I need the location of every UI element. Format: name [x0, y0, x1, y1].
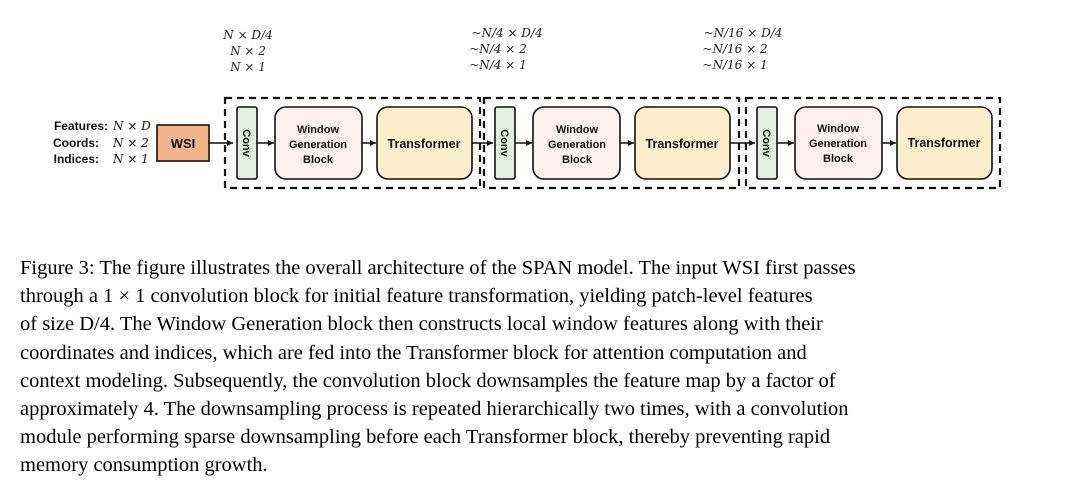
input-descriptor: Features: N × D Coords: N × 2 Indices: N…: [53, 119, 151, 166]
stage-2-dim-coords: ~N/4 × 2: [469, 42, 527, 56]
caption-line-7: module performing sparse downsampling be…: [20, 426, 831, 449]
stage-3-transformer-label: Transformer: [908, 136, 981, 150]
stage-2-window-line-3: Block: [562, 154, 593, 166]
stage-2-dim-features: ~N/4 × D/4: [471, 26, 542, 40]
stage-3-dim-coords: ~N/16 × 2: [702, 42, 767, 56]
stage-3-dashed-frame: [744, 96, 1002, 190]
stage-3: ~N/16 × D/4 ~N/16 × 2 ~N/16 × 1 Conv Win…: [702, 26, 1002, 190]
caption-line-5: context modeling. Subsequently, the conv…: [20, 369, 836, 392]
coords-dim: N × 2: [112, 136, 149, 150]
indices-label: Indices:: [54, 152, 99, 166]
stage-1-transformer-label: Transformer: [388, 137, 461, 151]
caption-line-3: of size D/4. The Window Generation block…: [20, 313, 823, 336]
features-dim: N × D: [112, 119, 151, 133]
coords-label: Coords:: [53, 136, 99, 150]
wsi-label: WSI: [171, 136, 196, 151]
stage-1-window-line-2: Generation: [289, 139, 347, 151]
stage-3-dim-features: ~N/16 × D/4: [704, 26, 783, 40]
stage-2-window-line-1: Window: [556, 124, 598, 136]
stage-1-window-line-1: Window: [297, 124, 339, 136]
stage-3-dim-indices: ~N/16 × 1: [702, 58, 767, 72]
figure-caption: Figure 3: The figure illustrates the ove…: [20, 254, 1060, 480]
stage-1-conv-label: Conv: [240, 129, 252, 157]
stage-3-window-line-1: Window: [817, 123, 859, 135]
indices-dim: N × 1: [112, 152, 149, 166]
span-architecture-diagram: Features: N × D Coords: N × 2 Indices: N…: [53, 26, 1002, 190]
stage-1-dim-coords: N × 2: [229, 44, 266, 58]
stage-1-dim-indices: N × 1: [229, 60, 266, 74]
stage-2-transformer-label: Transformer: [646, 137, 719, 151]
caption-line-6: approximately 4. The downsampling proces…: [20, 398, 849, 421]
stage-1-window-line-3: Block: [303, 154, 334, 166]
stage-3-window-line-3: Block: [823, 153, 854, 165]
stage-3-window-line-2: Generation: [809, 138, 867, 150]
stage-3-conv-label: Conv: [760, 129, 772, 157]
caption-line-1: Figure 3: The figure illustrates the ove…: [20, 257, 856, 279]
stage-2-dim-indices: ~N/4 × 1: [469, 58, 527, 72]
stage-2-window-line-2: Generation: [548, 139, 606, 151]
stage-1-dim-features: N × D/4: [222, 28, 272, 42]
stage-1: N × D/4 N × 2 N × 1 Conv Window Generati…: [222, 28, 482, 190]
wsi-block: WSI: [156, 124, 210, 162]
stage-3-transformer-block: [896, 106, 993, 180]
caption-line-8: memory consumption growth.: [20, 454, 268, 477]
caption-line-2: through a 1 × 1 convolution block for in…: [20, 285, 813, 308]
stage-2: ~N/4 × D/4 ~N/4 × 2 ~N/4 × 1 Conv Window…: [469, 26, 741, 190]
stage-2-conv-label: Conv: [498, 129, 510, 157]
features-label: Features:: [54, 119, 108, 133]
caption-line-4: coordinates and indices, which are fed i…: [20, 341, 807, 364]
